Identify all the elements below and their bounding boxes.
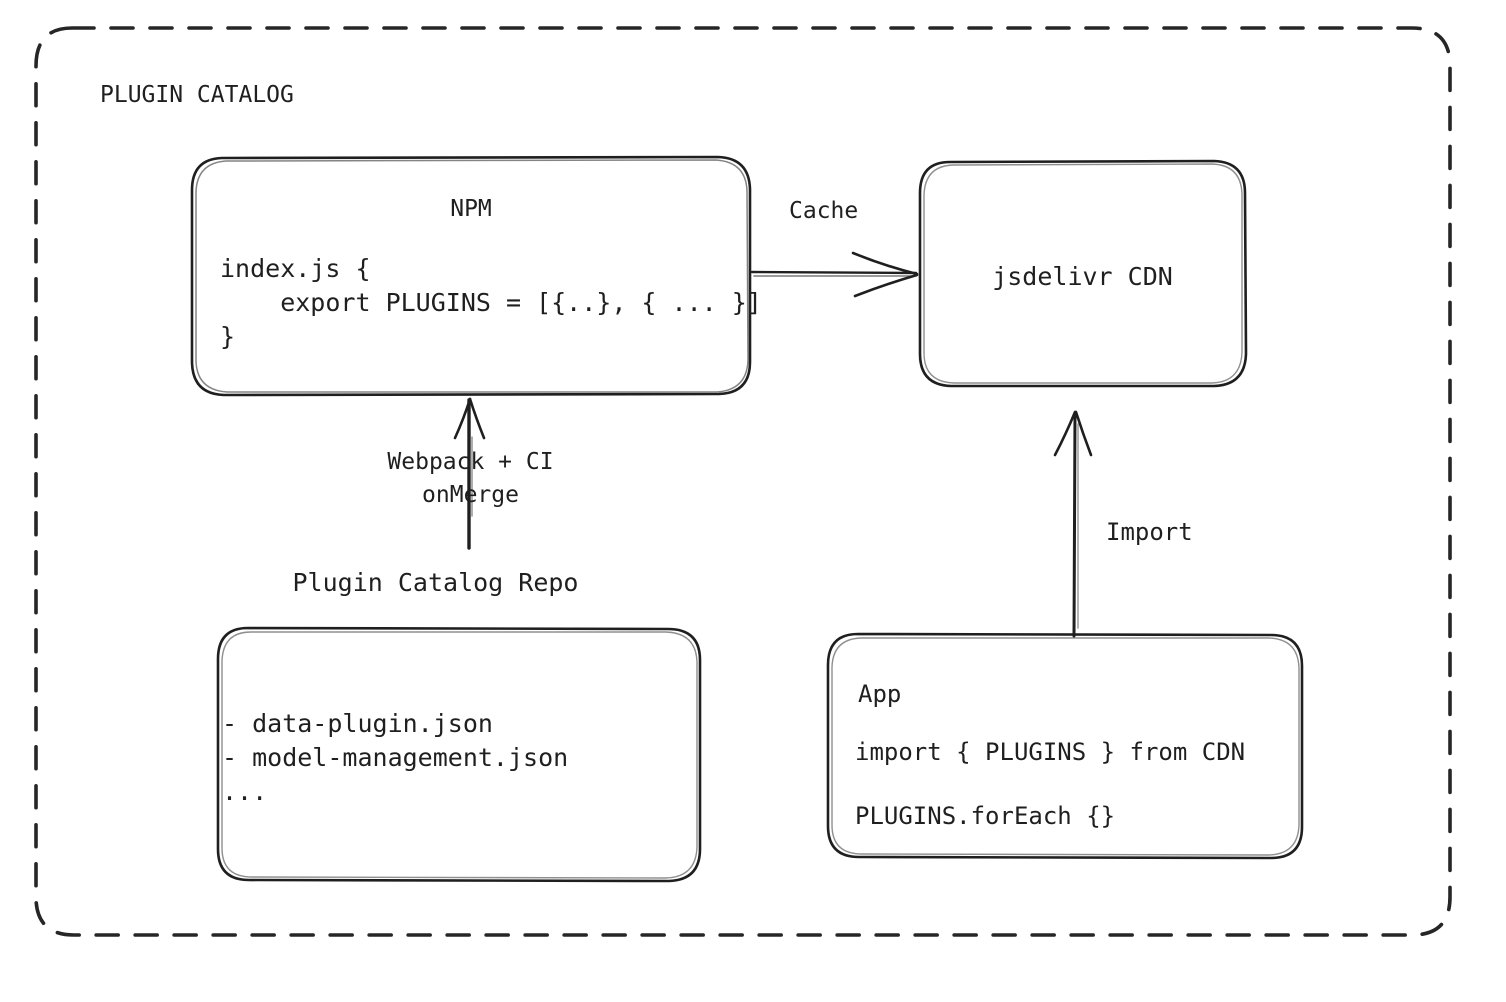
repo-node-caption: Plugin Catalog Repo — [292, 568, 579, 597]
build-arrow — [453, 397, 486, 550]
cache-edge-label: Cache — [789, 198, 859, 224]
import-edge-label: Import — [1106, 518, 1193, 546]
app-node-import-line: import { PLUGINS } from CDN — [855, 738, 1246, 766]
import-arrow — [1053, 410, 1093, 638]
npm-node-title: NPM — [450, 196, 492, 222]
app-node-shape — [826, 632, 1304, 860]
repo-node-file-list: - data-plugin.json - model-management.js… — [222, 709, 569, 806]
plugin-catalog-group-border — [34, 26, 1452, 937]
cdn-node-shape — [918, 159, 1248, 388]
build-edge-label: Webpack + CI onMerge — [387, 449, 554, 508]
app-node-foreach-line: PLUGINS.forEach {} — [855, 802, 1116, 830]
cdn-node-title: jsdelivr CDN — [992, 262, 1173, 291]
plugin-catalog-title: PLUGIN CATALOG — [100, 82, 294, 108]
npm-node-code: index.js { export PLUGINS = [{..}, { ...… — [220, 254, 762, 351]
npm-node-shape — [190, 155, 752, 397]
cache-arrow — [750, 251, 919, 298]
repo-node-shape — [216, 626, 702, 883]
app-node-title: App — [858, 680, 902, 708]
